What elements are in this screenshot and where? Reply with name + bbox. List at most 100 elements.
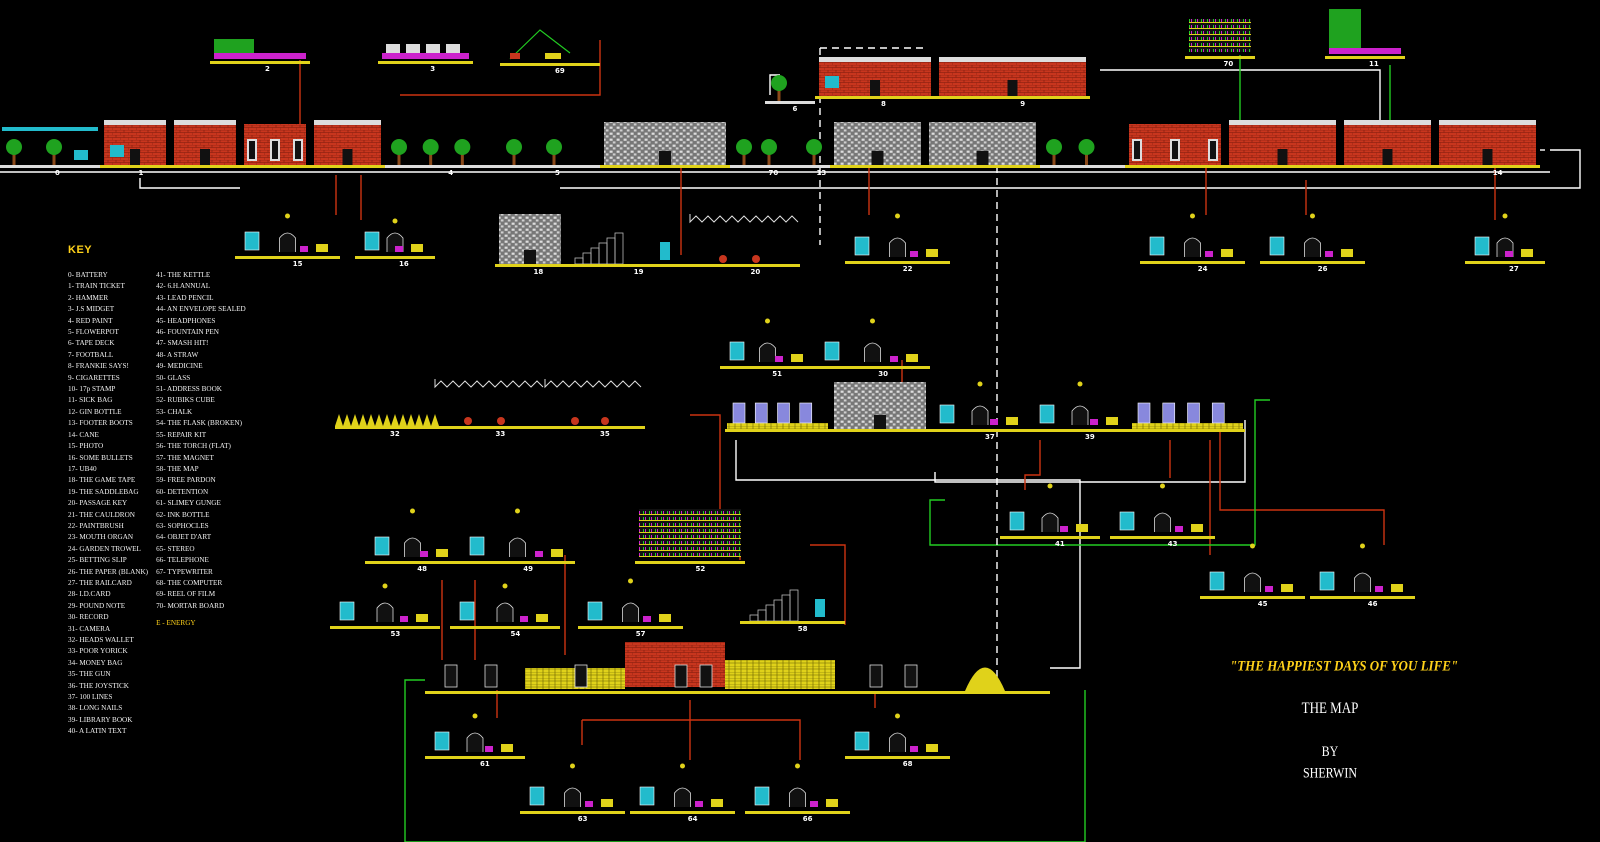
room-number: 46 bbox=[1368, 600, 1378, 608]
map-room: 39 bbox=[1030, 381, 1130, 441]
map-room: 16 bbox=[355, 218, 435, 268]
key-entry: 28- I.D.CARD bbox=[68, 590, 111, 599]
key-entry: 53- CHALK bbox=[156, 407, 193, 416]
map-room: 49 bbox=[460, 508, 575, 573]
map-room: 3 bbox=[378, 44, 473, 73]
key-entry: 3- J.S MIDGET bbox=[68, 305, 115, 314]
key-entry: 50- GLASS bbox=[156, 373, 191, 382]
key-entry: 51- ADDRESS BOOK bbox=[156, 385, 222, 394]
author-name: SHERWIN bbox=[1303, 764, 1357, 782]
room-number: 66 bbox=[803, 815, 813, 823]
key-entry: 19- THE SADDLEBAG bbox=[68, 487, 139, 496]
key-entry: 44- AN ENVELOPE SEALED bbox=[156, 305, 246, 314]
room-number: 13 bbox=[817, 169, 827, 177]
key-entry: 11- SICK BAG bbox=[68, 396, 113, 405]
room-number: 4 bbox=[448, 169, 453, 177]
key-entry: 9- CIGARETTES bbox=[68, 373, 120, 382]
key-entry: 42- 6.H.ANNUAL bbox=[156, 282, 211, 291]
map-room: 11 bbox=[1325, 9, 1405, 68]
key-entry: 23- MOUTH ORGAN bbox=[68, 533, 134, 542]
route-line bbox=[1219, 420, 1385, 545]
room-number: 48 bbox=[417, 565, 427, 573]
room-number: 53 bbox=[391, 630, 401, 638]
key-entry: 13- FOOTER BOOTS bbox=[68, 419, 133, 428]
map-room: 51 bbox=[720, 318, 815, 378]
room-number: 41 bbox=[1055, 540, 1065, 548]
map-room bbox=[725, 402, 830, 432]
map-room: 9 bbox=[935, 57, 1090, 108]
room-number: 52 bbox=[696, 565, 706, 573]
map-room: 69 bbox=[500, 29, 600, 75]
key-entry: 1- TRAIN TICKET bbox=[68, 282, 125, 291]
key-entry: 35- THE GUN bbox=[68, 670, 111, 679]
key-entry: 15- PHOTO bbox=[68, 442, 104, 451]
map-title: "THE HAPPIEST DAYS OF YOU LIFE" bbox=[1230, 656, 1459, 675]
key-entry: 10- 17p STAMP bbox=[68, 385, 116, 394]
room-number: 24 bbox=[1198, 265, 1208, 273]
key-entry: 52- RUBIKS CUBE bbox=[156, 396, 215, 405]
room-number: 8 bbox=[881, 100, 886, 108]
key-entry: 25- BETTING SLIP bbox=[68, 556, 127, 565]
map-room: 0 bbox=[0, 127, 100, 177]
key-entry: 6- TAPE DECK bbox=[68, 339, 115, 348]
room-number: 70 bbox=[1224, 60, 1234, 68]
key-energy: E - ENERGY bbox=[156, 619, 196, 628]
key-entry: 24- GARDEN TROWEL bbox=[68, 544, 141, 553]
key-entry: 47- SMASH HIT! bbox=[156, 339, 209, 348]
map-room: 13 bbox=[800, 139, 830, 177]
room-number: 49 bbox=[523, 565, 533, 573]
map-room: 61 bbox=[425, 713, 525, 768]
map-room: 30 bbox=[815, 318, 930, 378]
room-number: 20 bbox=[751, 268, 761, 276]
room-number: 57 bbox=[636, 630, 646, 638]
room-number: 1 bbox=[139, 169, 144, 177]
room-number: 68 bbox=[903, 760, 913, 768]
room-number: 27 bbox=[1509, 265, 1519, 273]
key-entry: 62- INK BOTTLE bbox=[156, 510, 210, 519]
key-entry: 63- SOPHOCLES bbox=[156, 521, 209, 530]
key-entry: 38- LONG NAILS bbox=[68, 704, 123, 713]
map-room: 15 bbox=[235, 213, 340, 268]
key-entry: 40- A LATIN TEXT bbox=[68, 727, 127, 736]
map-room: 24 bbox=[1140, 213, 1245, 273]
room-number: 19 bbox=[634, 268, 644, 276]
route-line bbox=[1024, 440, 1041, 490]
key-entry: 29- POUND NOTE bbox=[68, 601, 126, 610]
map-room: 19 bbox=[565, 232, 690, 276]
key-entry: 34- MONEY BAG bbox=[68, 658, 123, 667]
map-room bbox=[1225, 120, 1340, 168]
route-line bbox=[581, 719, 801, 760]
key-entry: 21- THE CAULDRON bbox=[68, 510, 135, 519]
room-number: 32 bbox=[390, 430, 400, 438]
map-room: 27 bbox=[1465, 213, 1545, 273]
key-entry: 66- TELEPHONE bbox=[156, 556, 209, 565]
key-entry: 33- POOR YORICK bbox=[68, 647, 128, 656]
room-number: 22 bbox=[903, 265, 913, 273]
key-entry: 17- UB40 bbox=[68, 464, 97, 473]
key-entry: 4- RED PAINT bbox=[68, 316, 113, 325]
room-number: 39 bbox=[1085, 433, 1095, 441]
map-room: 33 bbox=[434, 379, 545, 438]
key-entry: 64- OBJET D'ART bbox=[156, 533, 212, 542]
map-room: 20 bbox=[689, 214, 800, 276]
key-entry: 39- LIBRARY BOOK bbox=[68, 715, 133, 724]
room-number: 0 bbox=[55, 169, 60, 177]
map-room bbox=[240, 124, 310, 168]
route-line bbox=[0, 149, 1581, 189]
key-entry: 8- FRANKIE SAYS! bbox=[68, 362, 129, 371]
key-entry: 37- 100 LINES bbox=[68, 693, 113, 702]
room-number: 14 bbox=[1493, 169, 1503, 177]
room-number: 69 bbox=[555, 67, 565, 75]
room-number: 2 bbox=[265, 65, 270, 73]
key-entry: 56- THE TORCH (FLAT) bbox=[156, 442, 231, 451]
route-line bbox=[810, 544, 846, 625]
key-entry: 46- FOUNTAIN PEN bbox=[156, 328, 219, 337]
key-entry: 30- RECORD bbox=[68, 613, 109, 622]
key-entry: 70- MORTAR BOARD bbox=[156, 601, 225, 610]
key-entry: 55- REPAIR KIT bbox=[156, 430, 207, 439]
map-room bbox=[1125, 124, 1225, 168]
key-entry: 5- FLOWERPOT bbox=[68, 328, 119, 337]
